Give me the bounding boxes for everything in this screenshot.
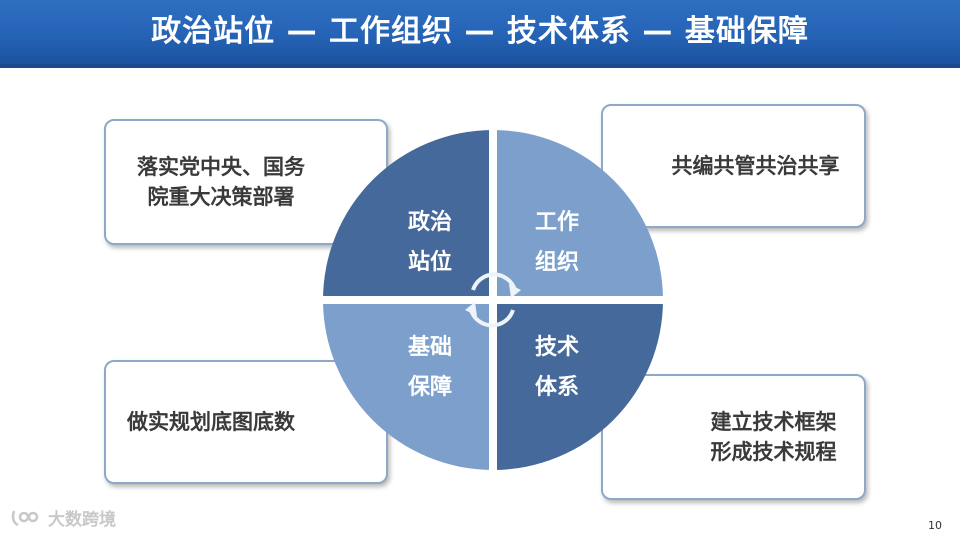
quadrant-label-political-stance-line1: 政治 [407,210,452,235]
quadrant-label-work-organization: 工作 组织 [527,203,587,283]
box-technical-system-line1: 建立技术框架 [710,410,837,434]
quadrant-label-technical-system-line1: 技术 [534,335,579,360]
watermark: 大数跨境 [10,505,116,530]
box-work-organization: 共编共管共治共享 [601,104,866,228]
quadrant-top-left [323,130,493,300]
box-basic-support-line1: 做实规划底图底数 [127,410,295,434]
box-political-stance: 落实党中央、国务 院重大决策部署 [104,119,388,245]
title-bar [0,0,960,68]
quadrant-label-basic-support-line1: 基础 [407,335,452,360]
quadrant-label-technical-system-line2: 体系 [534,375,579,400]
watermark-text: 大数跨境 [48,510,116,530]
quadrant-bottom-right [493,300,663,470]
quadrant-wheel [323,130,663,470]
vertical-divider [489,130,497,470]
cycle-arrow-head-left [465,302,477,316]
cycle-arrow-head-right [509,284,521,298]
cycle-arrows-icon [469,272,517,328]
quadrant-label-technical-system: 技术 体系 [527,328,587,408]
quadrant-label-political-stance-line2: 站位 [407,250,452,275]
box-technical-system-line2: 形成技术规程 [710,440,837,464]
quadrant-bottom-left [323,300,493,470]
box-political-stance-line2: 院重大决策部署 [147,185,295,209]
quadrant-label-work-organization-line2: 组织 [534,250,579,275]
slide-title: 政治站位 — 工作组织 — 技术体系 — 基础保障 [151,14,809,49]
watermark-logo-icon [11,510,39,526]
quadrant-top-right [493,130,663,300]
quadrant-label-work-organization-line1: 工作 [534,210,579,235]
quadrant-label-basic-support: 基础 保障 [400,328,460,408]
box-technical-system: 建立技术框架 形成技术规程 [601,374,866,500]
quadrant-label-political-stance: 政治 站位 [400,203,460,283]
page-number: 10 [928,519,942,532]
box-political-stance-line1: 落实党中央、国务 [137,155,305,179]
box-work-organization-line1: 共编共管共治共享 [671,154,840,178]
quadrant-label-basic-support-line2: 保障 [407,375,452,400]
